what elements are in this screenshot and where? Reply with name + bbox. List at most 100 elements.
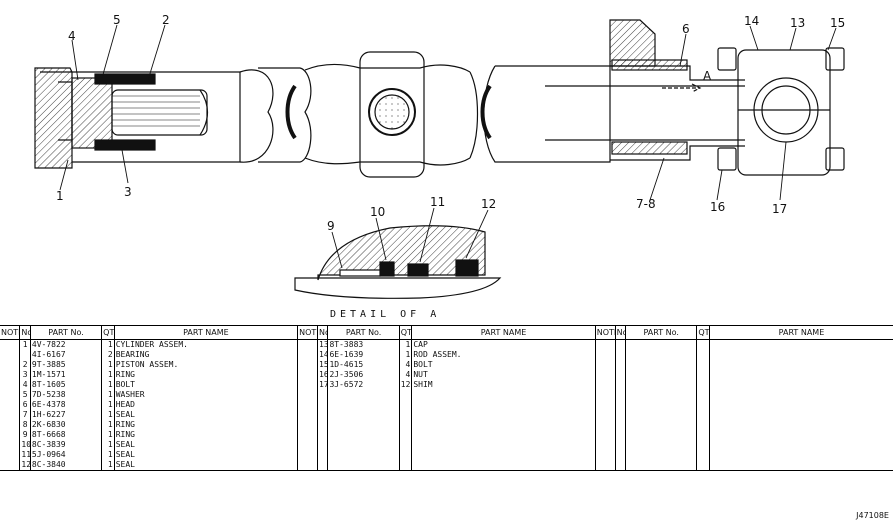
quantity: [696, 380, 710, 390]
item-number: [316, 420, 328, 430]
part-name: [411, 450, 596, 460]
header-part-no: PART No.: [625, 325, 697, 340]
note-cell: [594, 380, 616, 390]
part-number: 8T-3883: [327, 339, 400, 350]
item-number: 2: [19, 360, 31, 370]
callout-17: 17: [772, 202, 787, 216]
quantity: [696, 390, 710, 400]
header-note: NOTE: [594, 325, 616, 340]
quantity: [398, 420, 412, 430]
callout-6: 6: [682, 22, 690, 36]
note-cell: [594, 460, 616, 471]
quantity: 2: [101, 350, 115, 360]
part-name: [708, 400, 893, 410]
item-number: 8: [19, 420, 31, 430]
note-cell: [297, 430, 318, 440]
note-cell: [0, 440, 20, 450]
item-number: 3: [19, 370, 31, 380]
part-name: [708, 420, 893, 430]
callout-7-8: 7-8: [636, 197, 656, 211]
part-number: [327, 440, 400, 450]
header-part-no: PART No.: [327, 325, 400, 340]
quantity: 1: [101, 460, 115, 471]
header-note: NOTE: [297, 325, 318, 340]
callout-9: 9: [327, 219, 335, 233]
part-name: [708, 350, 893, 360]
rod-assembly: [483, 19, 745, 163]
quantity: [696, 420, 710, 430]
part-name: [411, 410, 596, 420]
quantity: [696, 360, 710, 370]
part-number: 1M-1571: [29, 370, 102, 380]
note-cell: [594, 400, 616, 410]
part-number: [327, 420, 400, 430]
item-number: 14: [316, 350, 328, 360]
quantity: [398, 430, 412, 440]
header-part-name: PART NAME: [411, 325, 596, 340]
note-cell: [0, 450, 20, 460]
item-number: 1: [19, 339, 31, 350]
part-number: [327, 430, 400, 440]
part-name: BEARING: [113, 350, 298, 360]
note-cell: [0, 460, 20, 471]
part-number: 6E-4378: [29, 400, 102, 410]
header-part-no: PART No.: [29, 325, 102, 340]
part-name: ROD ASSEM.: [411, 350, 596, 360]
part-number: [327, 410, 400, 420]
part-name: SEAL: [113, 440, 298, 450]
item-number: [316, 390, 328, 400]
part-number: 2J-3506: [327, 370, 400, 380]
part-name: RING: [113, 430, 298, 440]
part-name: RING: [113, 420, 298, 430]
part-number: [625, 390, 697, 400]
item-number: 17: [316, 380, 328, 390]
callout-1: 1: [56, 189, 64, 203]
item-number: [316, 430, 328, 440]
item-number: 16: [316, 370, 328, 380]
part-name: [708, 390, 893, 400]
quantity: [696, 430, 710, 440]
part-name: [708, 410, 893, 420]
callout-15: 15: [830, 16, 845, 30]
callout-4: 4: [68, 29, 76, 43]
part-number: 1H-6227: [29, 410, 102, 420]
quantity: 1: [101, 450, 115, 460]
item-number: [316, 440, 328, 450]
item-number: [614, 390, 626, 400]
item-number: [316, 450, 328, 460]
part-number: 8C-3839: [29, 440, 102, 450]
part-name: BOLT: [113, 380, 298, 390]
part-name: CYLINDER ASSEM.: [113, 339, 298, 350]
table-header-row: NOTE No. PART No. QTY PART NAME NOTE No.…: [0, 325, 893, 340]
quantity: 1: [398, 339, 412, 350]
quantity: 1: [101, 370, 115, 380]
part-name: SEAL: [113, 450, 298, 460]
part-name: [411, 440, 596, 450]
note-cell: [0, 370, 20, 380]
item-number: [614, 380, 626, 390]
callout-2: 2: [162, 13, 170, 27]
note-cell: [297, 460, 318, 471]
note-cell: [0, 410, 20, 420]
part-name: RING: [113, 370, 298, 380]
note-cell: [297, 410, 318, 420]
note-cell: [0, 380, 20, 390]
callout-16: 16: [710, 200, 725, 214]
quantity: [696, 339, 710, 350]
item-number: [316, 460, 328, 471]
part-number: [625, 400, 697, 410]
note-cell: [594, 339, 616, 350]
quantity: 4: [398, 360, 412, 370]
callout-10: 10: [370, 205, 385, 219]
header-no: No.: [614, 325, 626, 340]
item-number: 9: [19, 430, 31, 440]
note-cell: [0, 420, 20, 430]
part-number: 6E-1639: [327, 350, 400, 360]
item-number: [614, 440, 626, 450]
part-name: PISTON ASSEM.: [113, 360, 298, 370]
